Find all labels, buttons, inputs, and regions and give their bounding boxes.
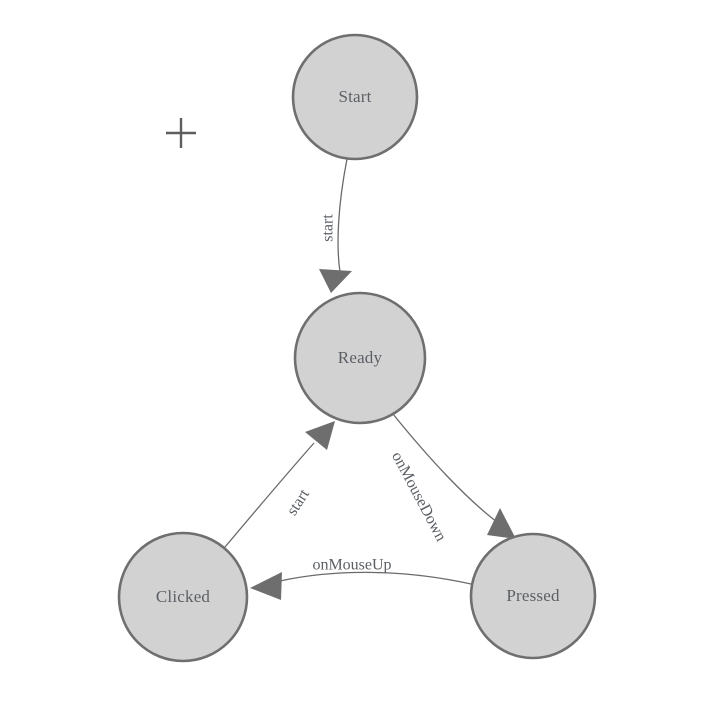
node-pressed-circle[interactable] — [469, 532, 597, 660]
edge-pressed-to-clicked[interactable] — [250, 571, 472, 600]
edge-clicked-to-ready[interactable] — [224, 421, 335, 548]
node-ready-circle[interactable] — [293, 291, 427, 425]
node-pressed[interactable]: Pressed — [469, 532, 597, 660]
node-clicked[interactable]: Clicked — [117, 531, 249, 663]
node-clicked-label: Clicked — [156, 587, 211, 606]
arrow-head-into-ready-top — [319, 269, 352, 293]
node-ready[interactable]: Ready — [293, 291, 427, 425]
edge-line-ready-to-pressed — [392, 413, 498, 523]
node-start-circle[interactable] — [291, 33, 419, 161]
edge-label-start-to-ready: start — [320, 214, 337, 242]
edge-start-to-ready[interactable] — [319, 158, 352, 293]
edge-label-pressed-to-clicked: onMouseUp — [312, 557, 391, 574]
edge-ready-to-pressed[interactable] — [392, 413, 516, 539]
edge-line-clicked-to-ready — [224, 442, 315, 548]
edge-line-start-to-ready — [337, 158, 348, 273]
node-start-label: Start — [338, 87, 371, 106]
edge-line-pressed-to-clicked — [279, 571, 472, 585]
node-start[interactable]: Start — [291, 33, 419, 161]
edge-label-ready-to-pressed: onMouseDown — [388, 449, 449, 544]
edge-label-clicked-to-ready: start — [284, 486, 314, 519]
arrow-head-into-clicked — [250, 572, 282, 600]
node-pressed-label: Pressed — [506, 586, 560, 605]
node-clicked-circle[interactable] — [117, 531, 249, 663]
arrow-head-into-pressed — [487, 508, 516, 539]
arrow-head-into-ready-bottom — [305, 421, 335, 450]
node-ready-label: Ready — [338, 348, 383, 367]
crosshair-marker-icon — [166, 118, 196, 148]
